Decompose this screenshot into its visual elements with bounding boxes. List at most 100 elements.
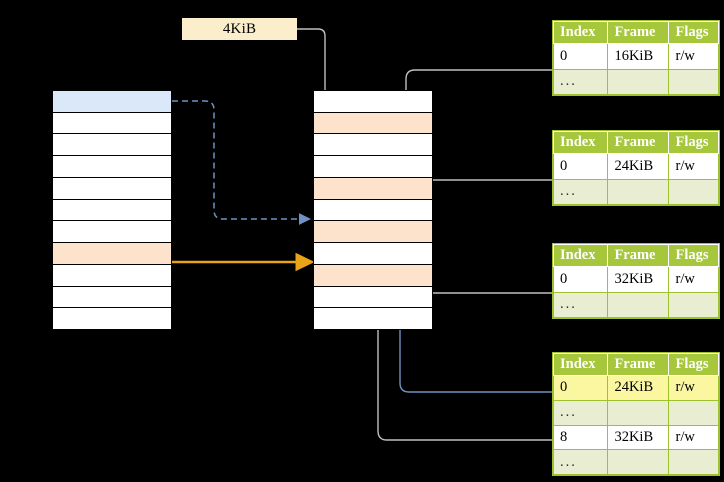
cell-index: ... (552, 68, 609, 95)
cell-value: ... (560, 296, 577, 313)
cell-value: r/w (675, 157, 695, 174)
column-header-index: Index (552, 353, 609, 376)
cell-index: ... (552, 399, 609, 426)
cell-value: 0 (560, 379, 568, 396)
virtual-page-row-1 (52, 111, 172, 135)
cell-value: ... (560, 73, 577, 90)
table-row[interactable]: 0 24KiB r/w (552, 375, 719, 401)
cell-flags: r/w (668, 375, 719, 401)
cell-frame (607, 68, 670, 95)
cell-flags (668, 449, 719, 475)
virtual-page-row-9 (52, 285, 172, 309)
physical-frame-row-5 (313, 198, 433, 222)
connector-table4-row0-to-middle-row-6 (394, 216, 556, 393)
cell-value: r/w (675, 270, 695, 287)
table-row[interactable]: 0 32KiB r/w (552, 266, 719, 293)
connector-table2-to-middle-row-6 (415, 179, 556, 219)
virtual-page-row-7 (52, 242, 172, 265)
cell-flags: r/w (668, 266, 719, 293)
cell-frame (607, 399, 670, 426)
physical-frame-row-4 (313, 176, 433, 200)
physical-frame-row-2 (313, 133, 433, 157)
cell-flags (668, 178, 719, 205)
cell-frame (607, 178, 670, 205)
column-header-flags: Flags (668, 131, 719, 154)
virtual-page-row-6 (52, 220, 172, 244)
column-header-flags: Flags (668, 21, 719, 44)
cell-index: ... (552, 178, 609, 205)
connector-page-size-to-middle-row-1 (297, 28, 331, 112)
column-header-frame: Frame (607, 21, 670, 44)
physical-frame-row-6 (313, 220, 433, 244)
cell-value: r/w (675, 47, 695, 64)
physical-frame-row-7 (313, 242, 433, 265)
column-header-frame: Frame (607, 353, 670, 376)
cell-value: 0 (560, 157, 568, 174)
virtual-page-row-3 (52, 155, 172, 178)
cell-value: ... (560, 453, 577, 470)
physical-frame-row-3 (313, 155, 433, 178)
table-row[interactable]: ... (552, 68, 719, 95)
cell-flags: r/w (668, 43, 719, 70)
cell-value: r/w (675, 428, 695, 445)
cell-index: ... (552, 449, 609, 475)
connector-table1-to-middle-row-4 (400, 69, 556, 196)
column-header-frame: Frame (607, 131, 670, 154)
cell-frame: 32KiB (607, 424, 670, 451)
table-row[interactable]: ... (552, 178, 719, 205)
virtual-page-row-5 (52, 198, 172, 222)
cell-value: r/w (675, 379, 695, 396)
cell-frame: 24KiB (607, 375, 670, 401)
cell-index: 0 (552, 153, 609, 180)
physical-frame-row-8 (313, 263, 433, 287)
column-header-flags: Flags (668, 353, 719, 376)
cell-frame (607, 291, 670, 318)
cell-flags: r/w (668, 424, 719, 451)
cell-value: 0 (560, 270, 568, 287)
cell-frame: 16KiB (607, 43, 670, 70)
column-header-index: Index (552, 21, 609, 44)
cell-index: 8 (552, 424, 609, 451)
cell-frame: 32KiB (607, 266, 670, 293)
table-row[interactable]: 0 16KiB r/w (552, 43, 719, 70)
virtual-page-row-10 (52, 307, 172, 330)
cell-value: 24KiB (614, 379, 654, 396)
physical-frame-row-1 (313, 111, 433, 135)
cell-index: 0 (552, 43, 609, 70)
column-header-flags: Flags (668, 244, 719, 267)
table-row[interactable]: ... (552, 291, 719, 318)
cell-value: ... (560, 183, 577, 200)
cell-index: ... (552, 291, 609, 318)
table-row[interactable]: ... (552, 449, 719, 475)
cell-value: ... (560, 404, 577, 421)
physical-memory-column (313, 90, 433, 330)
cell-frame (607, 449, 670, 475)
virtual-page-row-2 (52, 133, 172, 157)
table-row[interactable]: ... (552, 399, 719, 426)
virtual-address-space-column (52, 90, 172, 330)
page-size-label: 4KiB (182, 18, 297, 40)
cell-value: 16KiB (614, 47, 654, 64)
cell-index: 0 (552, 375, 609, 401)
column-header-index: Index (552, 131, 609, 154)
physical-frame-row-0 (313, 90, 433, 113)
cell-flags: r/w (668, 153, 719, 180)
virtual-page-row-4 (52, 176, 172, 200)
column-header-index: Index (552, 244, 609, 267)
cell-index: 0 (552, 266, 609, 293)
cell-flags (668, 68, 719, 95)
connector-dashed-blue-virtual-to-physical (172, 100, 311, 225)
physical-frame-row-9 (313, 285, 433, 309)
cell-flags (668, 399, 719, 426)
physical-frame-row-10 (313, 307, 433, 330)
virtual-page-row-0 (52, 90, 172, 113)
